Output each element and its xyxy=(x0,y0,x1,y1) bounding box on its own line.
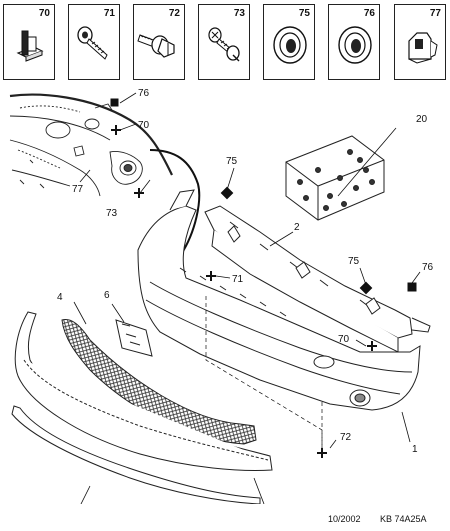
marker-75-upper xyxy=(220,186,234,200)
lower-lip-trim xyxy=(11,405,261,504)
alignment-lines xyxy=(205,296,323,448)
screw-icon xyxy=(77,26,108,60)
grommet-icon xyxy=(338,26,372,64)
callout-70-right: 70 xyxy=(338,334,350,345)
part-cell-72[interactable]: 72 xyxy=(133,4,185,80)
callout-70-top: 70 xyxy=(138,120,150,131)
marker-75-lower xyxy=(359,281,373,295)
bumper-clip-icon xyxy=(408,32,438,64)
bumper-shell xyxy=(137,189,421,411)
marker-70-top xyxy=(111,125,121,135)
part-ref-76: 76 xyxy=(363,8,375,19)
footer-date: 10/2002 xyxy=(328,514,361,524)
callout-75-upper: 75 xyxy=(226,156,238,167)
part-ref-77: 77 xyxy=(429,8,441,19)
mounting-plate xyxy=(115,319,153,357)
car-body-detail xyxy=(9,93,173,197)
part-ref-70: 70 xyxy=(38,8,50,19)
marker-70-right xyxy=(367,341,377,351)
part-cell-77[interactable]: 77 xyxy=(394,4,446,80)
exploded-diagram: 76 70 77 73 75 20 2 71 75 76 70 4 6 1 72… xyxy=(9,88,434,504)
part-cell-71[interactable]: 71 xyxy=(68,4,120,80)
screw-washer-icon xyxy=(208,27,240,62)
fastener-markers xyxy=(110,98,417,458)
callout-6: 6 xyxy=(104,290,110,301)
callout-labels: 76 70 77 73 75 20 2 71 75 76 70 4 6 1 72… xyxy=(57,88,434,455)
grommet-icon xyxy=(273,26,307,64)
callout-76-right: 76 xyxy=(422,262,434,273)
callout-4: 4 xyxy=(57,292,63,303)
footer-code: KB 74A25A xyxy=(380,514,427,524)
callout-20: 20 xyxy=(416,114,428,125)
marker-72 xyxy=(317,448,327,458)
callout-73: 73 xyxy=(106,208,118,219)
clip-kit-box xyxy=(285,135,385,221)
marker-76-right xyxy=(407,282,417,292)
part-ref-75: 75 xyxy=(298,8,310,19)
part-cell-70[interactable]: 70 xyxy=(3,4,55,80)
callout-72: 72 xyxy=(340,432,352,443)
callout-76-top: 76 xyxy=(138,88,150,99)
callout-71: 71 xyxy=(232,274,244,285)
callout-75-lower: 75 xyxy=(348,256,360,267)
callout-77: 77 xyxy=(72,184,84,195)
marker-76-top xyxy=(110,98,119,107)
part-ref-72: 72 xyxy=(168,8,180,19)
callout-2: 2 xyxy=(294,222,300,233)
leader-lines xyxy=(73,92,421,504)
flange-bolt-icon xyxy=(137,34,175,58)
callout-1: 1 xyxy=(412,444,418,455)
part-cell-76[interactable]: 76 xyxy=(328,4,380,80)
part-cell-75[interactable]: 75 xyxy=(263,4,315,80)
flat-clip-icon xyxy=(16,30,44,62)
marker-71 xyxy=(206,271,216,281)
parts-strip: 70 71 72 73 xyxy=(3,4,446,80)
part-ref-73: 73 xyxy=(233,8,245,19)
part-cell-73[interactable]: 73 xyxy=(198,4,250,80)
marker-73 xyxy=(134,188,144,198)
lower-spoiler xyxy=(14,311,273,471)
part-ref-71: 71 xyxy=(103,8,115,19)
